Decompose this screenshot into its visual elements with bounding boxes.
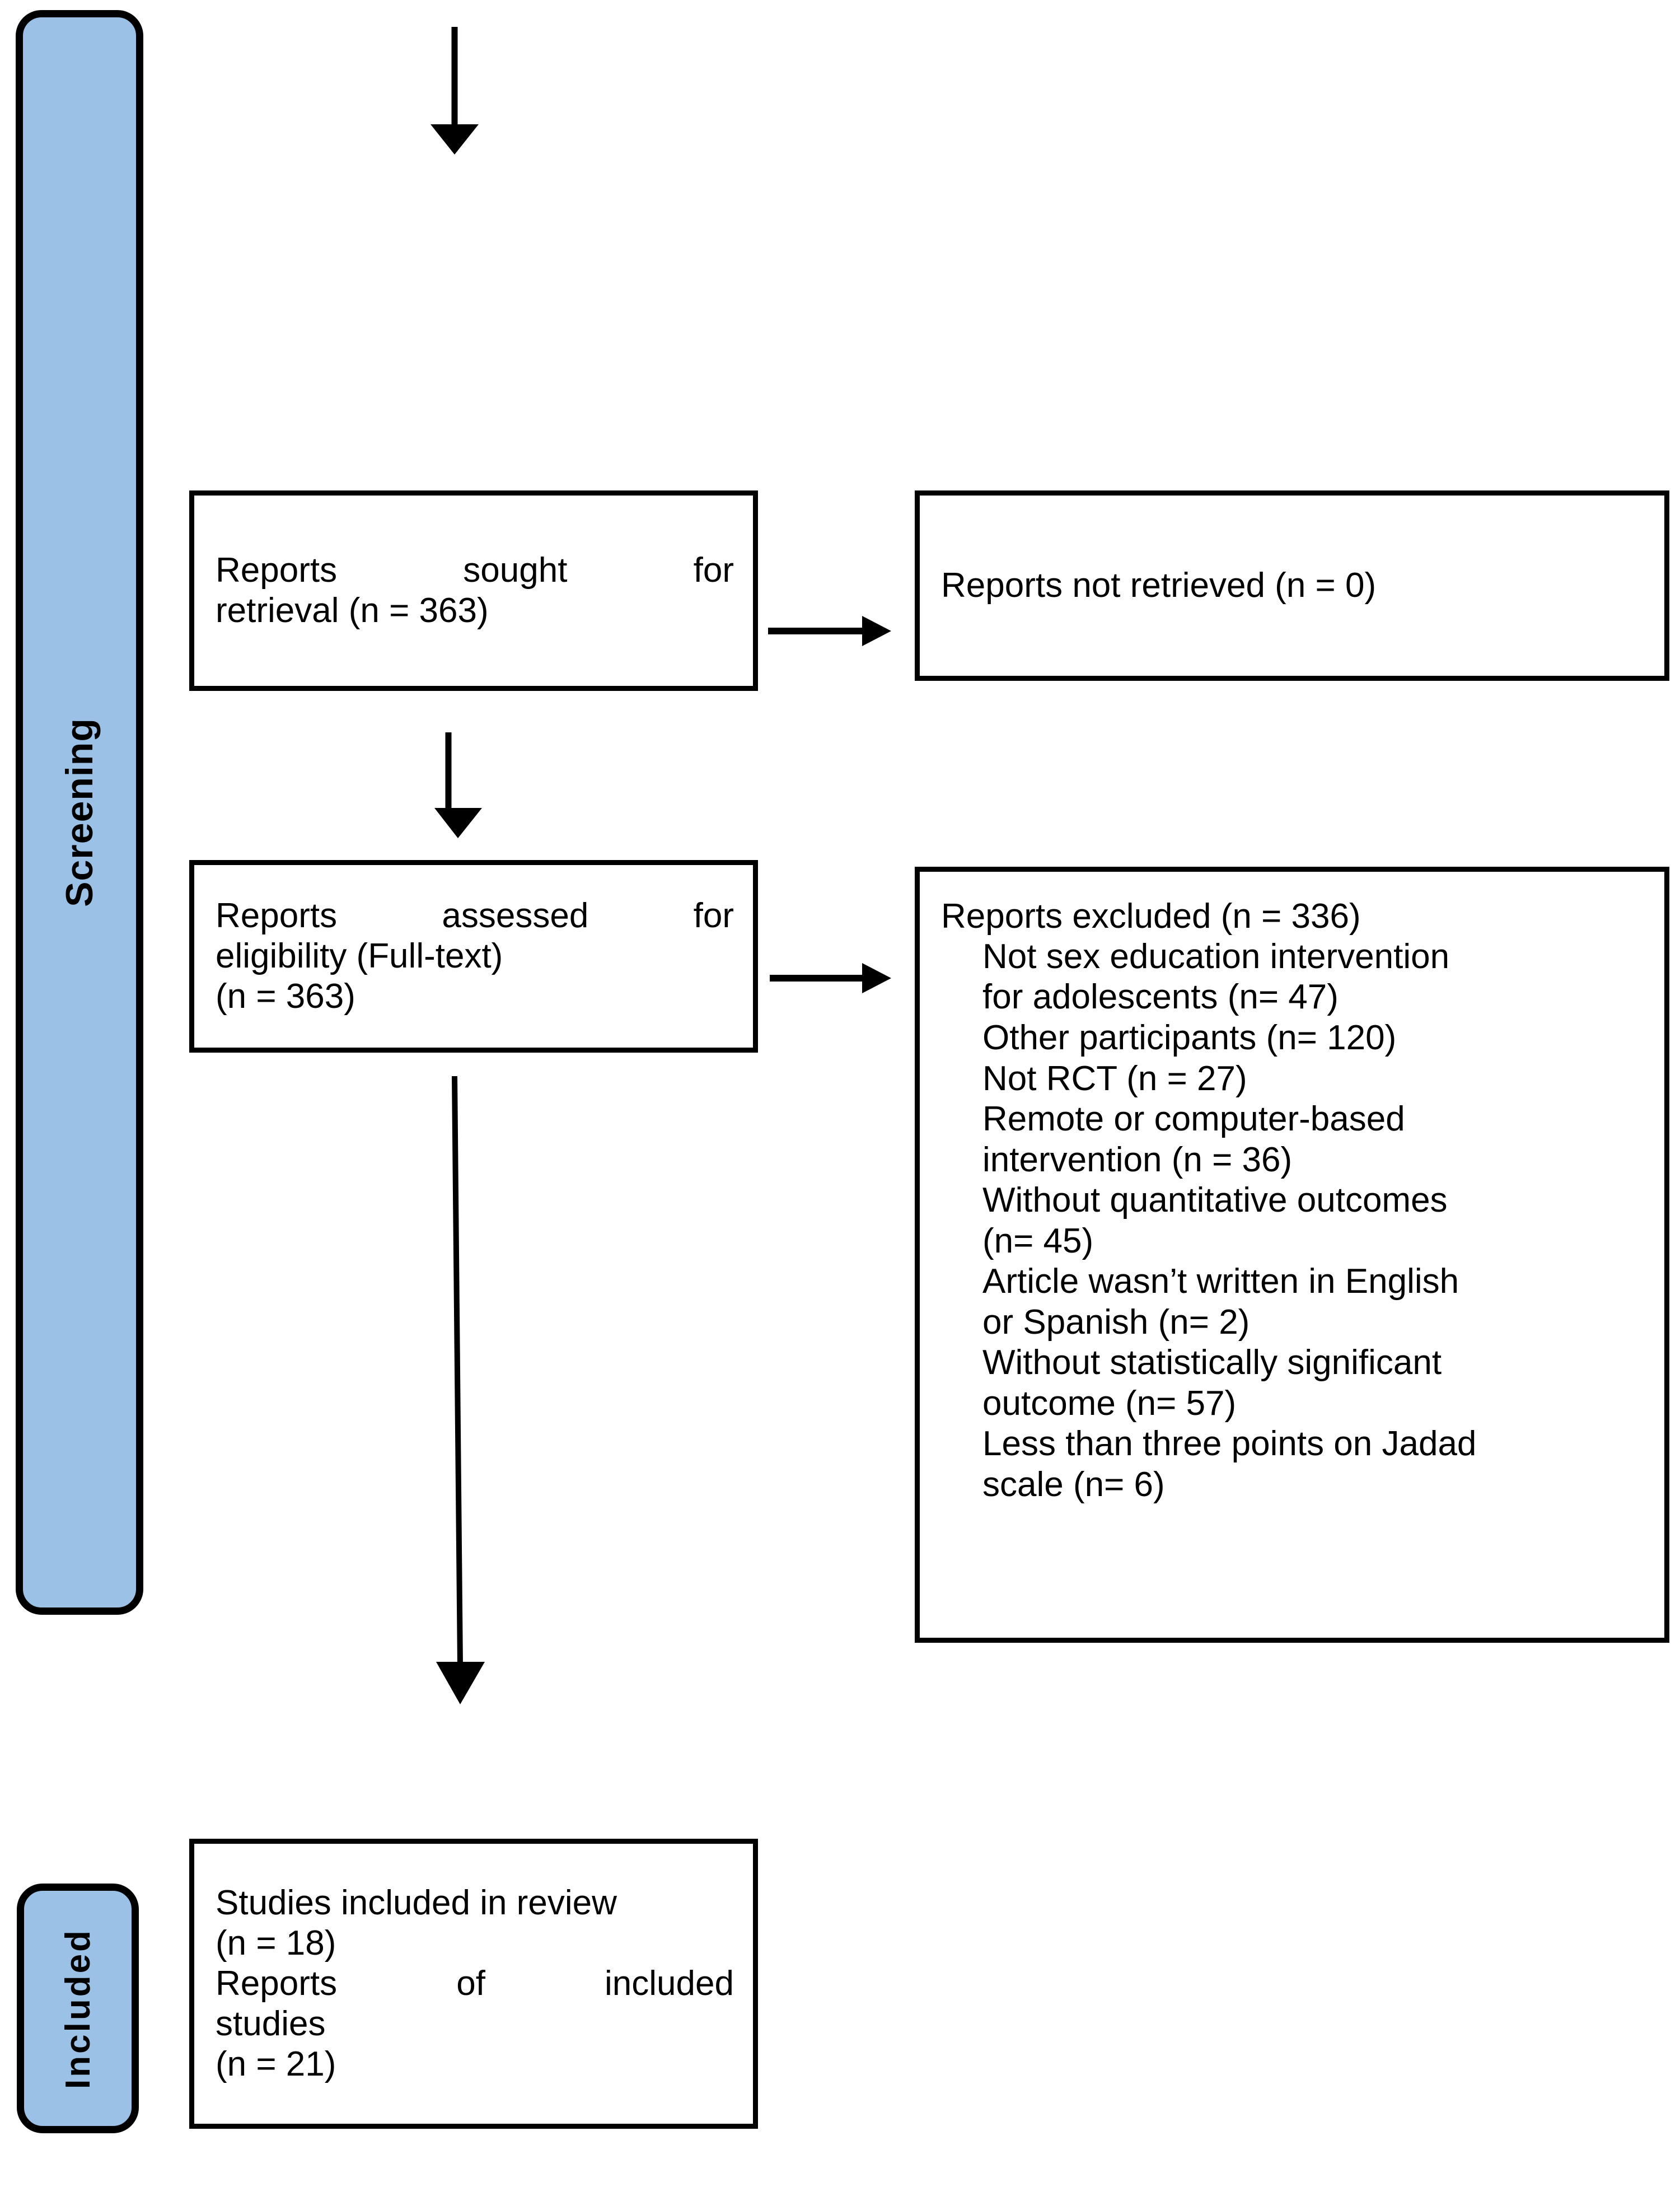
exclusion-reason-item: Article wasn’t written in English or Spa… bbox=[982, 1261, 1645, 1343]
exclusion-reason-item: Not sex education intervention for adole… bbox=[982, 937, 1645, 1018]
box-included-line-2: (n = 18) bbox=[216, 1924, 336, 1963]
phase-bar-screening: Screening bbox=[16, 10, 143, 1615]
exclusion-reason-item: Not RCT (n = 27) bbox=[982, 1059, 1645, 1100]
box-assessed-line-2: eligibility (Full-text) bbox=[216, 937, 503, 976]
arrow-into-sought bbox=[430, 27, 479, 155]
phase-bar-included: Included bbox=[17, 1884, 139, 2133]
exclusion-reason-list: Not sex education intervention for adole… bbox=[941, 937, 1645, 1505]
phase-label-included: Included bbox=[58, 1928, 97, 2089]
exclusion-reason-line: Without quantitative outcomes bbox=[982, 1181, 1448, 1220]
exclusion-reason-item: Other participants (n= 120) bbox=[982, 1018, 1645, 1059]
box-studies-included-in-review: Studies included in review (n = 18) Repo… bbox=[189, 1839, 758, 2129]
arrow-sought-to-not-retrieved bbox=[768, 616, 891, 646]
exclusion-reason-line: for adolescents (n= 47) bbox=[982, 978, 1339, 1017]
exclusion-reason-line: Remote or computer-based bbox=[982, 1100, 1405, 1139]
arrow-sought-to-assessed bbox=[434, 732, 482, 838]
exclusion-reason-line: or Spanish (n= 2) bbox=[982, 1302, 1250, 1342]
box-included-line-4: studies bbox=[216, 2004, 326, 2043]
exclusion-reason-item: Remote or computer-based intervention (n… bbox=[982, 1099, 1645, 1180]
exclusion-reason-item: Without quantitative outcomes (n= 45) bbox=[982, 1180, 1645, 1261]
phase-label-screening: Screening bbox=[58, 718, 101, 907]
exclusion-reason-line: Article wasn’t written in English bbox=[982, 1262, 1459, 1301]
box-reports-sought-for-retrieval: Reports sought for retrieval (n = 363) bbox=[189, 490, 758, 691]
box-not-retrieved-line-1: Reports not retrieved (n = 0) bbox=[941, 566, 1377, 605]
exclusion-reason-line: Without statistically significant bbox=[982, 1343, 1442, 1382]
exclusion-reason-line: intervention (n = 36) bbox=[982, 1140, 1293, 1179]
exclusion-reason-line: scale (n= 6) bbox=[982, 1465, 1165, 1504]
box-reports-excluded: Reports excluded (n = 336) Not sex educa… bbox=[915, 867, 1669, 1643]
box-assessed-line-1: Reports assessed for bbox=[216, 896, 734, 936]
exclusion-reason-line: outcome (n= 57) bbox=[982, 1384, 1237, 1423]
exclusion-reason-item: Less than three points on Jadad scale (n… bbox=[982, 1424, 1645, 1505]
box-included-line-5: (n = 21) bbox=[216, 2044, 336, 2083]
box-included-line-1: Studies included in review bbox=[216, 1884, 617, 1923]
box-reports-assessed-for-eligibility: Reports assessed for eligibility (Full-t… bbox=[189, 860, 758, 1053]
box-sought-line-1: Reports sought for bbox=[216, 551, 734, 590]
exclusion-reason-line: (n= 45) bbox=[982, 1221, 1094, 1260]
arrow-assessed-to-excluded bbox=[770, 963, 891, 993]
exclusion-reason-line: Other participants (n= 120) bbox=[982, 1018, 1397, 1057]
box-sought-line-2: retrieval (n = 363) bbox=[216, 591, 489, 630]
exclusion-reason-line: Less than three points on Jadad bbox=[982, 1424, 1477, 1464]
box-reports-not-retrieved: Reports not retrieved (n = 0) bbox=[915, 490, 1669, 681]
exclusion-reason-line: Not RCT (n = 27) bbox=[982, 1059, 1247, 1098]
box-excluded-heading: Reports excluded (n = 336) bbox=[941, 897, 1361, 936]
exclusion-reason-line: Not sex education intervention bbox=[982, 937, 1450, 976]
box-included-line-3: Reports of included bbox=[216, 1964, 734, 2003]
arrow-assessed-to-included bbox=[436, 1076, 485, 1704]
exclusion-reason-item: Without statistically significant outcom… bbox=[982, 1343, 1645, 1424]
box-assessed-line-3: (n = 363) bbox=[216, 976, 355, 1016]
